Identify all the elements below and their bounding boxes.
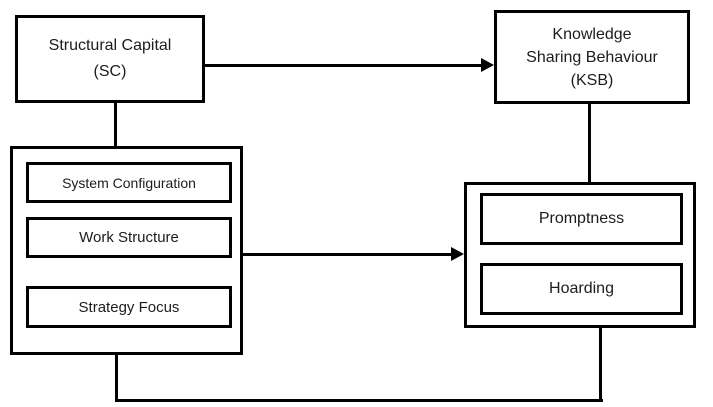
- node-structural-capital: Structural Capital (SC): [15, 15, 205, 103]
- edge-ksb-to-components-line: [588, 104, 591, 183]
- edge-sc-to-ksb-line: [205, 64, 483, 67]
- node-ksb-label: Knowledge Sharing Behaviour (KSB): [526, 25, 658, 89]
- edge-sc-to-components-line: [114, 103, 117, 147]
- arrowhead-right-icon: [451, 247, 464, 261]
- component-promptness: Promptness: [480, 193, 683, 245]
- bottom-connector-horizontal-segment: [115, 399, 603, 402]
- component-hoarding-label: Hoarding: [549, 280, 614, 297]
- component-work-structure: Work Structure: [26, 217, 232, 258]
- bottom-connector-left-segment: [115, 354, 118, 402]
- bottom-connector-right-segment: [599, 328, 602, 402]
- component-strategy-focus-label: Strategy Focus: [78, 298, 180, 316]
- edge-components-to-components-line: [243, 253, 453, 256]
- component-work-structure-label: Work Structure: [79, 229, 179, 246]
- component-hoarding: Hoarding: [480, 263, 683, 315]
- component-system-configuration-label: System Configuration: [62, 174, 196, 191]
- component-system-configuration: System Configuration: [26, 162, 232, 203]
- arrowhead-right-icon: [481, 58, 494, 72]
- node-knowledge-sharing-behaviour: Knowledge Sharing Behaviour (KSB): [494, 10, 690, 104]
- component-strategy-focus: Strategy Focus: [26, 286, 232, 328]
- node-structural-capital-label: Structural Capital (SC): [48, 37, 172, 80]
- component-promptness-label: Promptness: [538, 210, 625, 227]
